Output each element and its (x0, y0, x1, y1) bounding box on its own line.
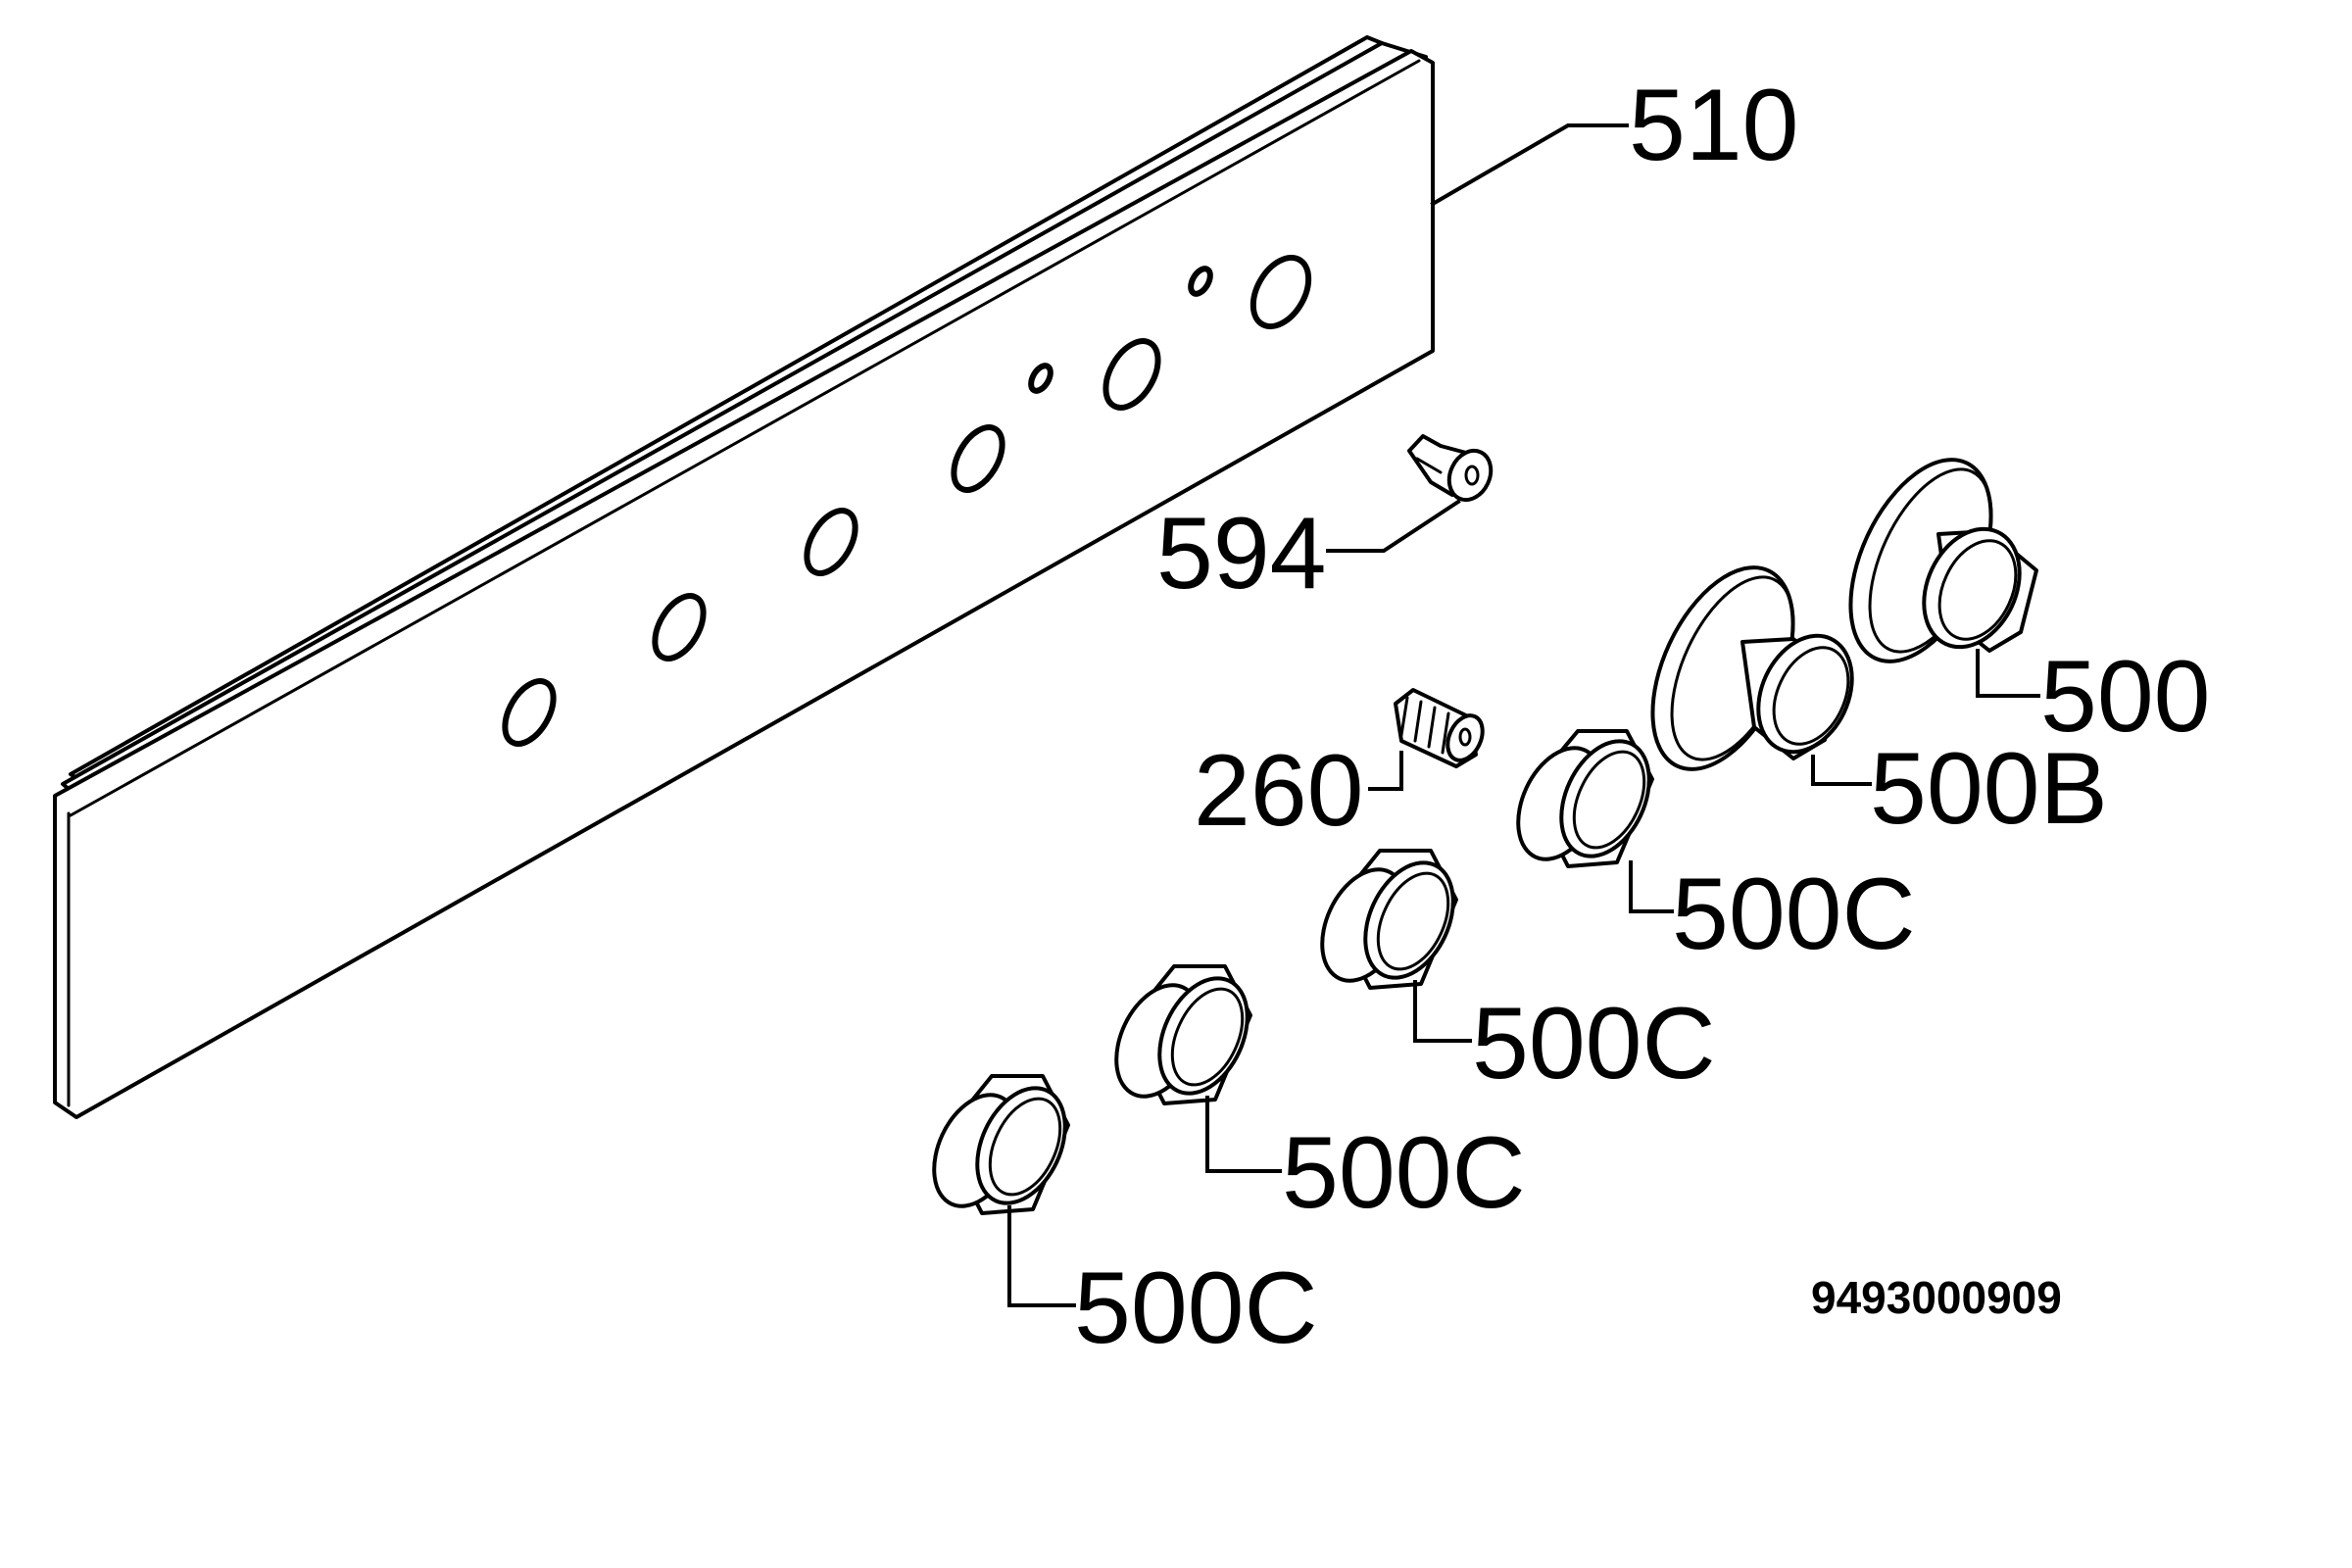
leader-500C-1 (1629, 860, 1674, 913)
callout-594: 594 (1156, 497, 1327, 611)
panel-hole (804, 508, 858, 576)
drawing-number: 9493000909 (1811, 1272, 2062, 1323)
knob-cap (1756, 633, 1854, 755)
clip-groove (1415, 457, 1443, 474)
knob-500B (1650, 565, 1854, 771)
leader-260 (1368, 751, 1403, 791)
panel-pilot-hole (1028, 363, 1054, 394)
knob-cap-face (1937, 539, 2018, 641)
callout-500: 500 (2040, 640, 2211, 754)
spring-260 (1394, 688, 1485, 768)
callout-510: 510 (1629, 69, 1799, 182)
leader-500C-2 (1413, 980, 1472, 1043)
knob-500C-2 (1320, 849, 1458, 990)
leader-500 (1976, 649, 2040, 698)
knob-cap (1922, 526, 2022, 650)
control-panel-510 (53, 35, 1435, 1119)
panel-hole (1250, 254, 1312, 330)
clip-594 (1407, 434, 1494, 503)
callout-500C-3: 500C (1282, 1116, 1526, 1230)
spring-coil (1399, 696, 1409, 737)
callout-500B: 500B (1870, 732, 2108, 846)
spring-coil (1413, 700, 1423, 743)
spring-coil (1441, 711, 1450, 755)
leader-500B (1811, 755, 1872, 786)
callout-260: 260 (1194, 734, 1364, 848)
leader-510 (1430, 123, 1629, 207)
knob-500C-1 (1516, 729, 1654, 868)
spring-end-hole (1458, 727, 1472, 747)
knob-cap-face (1772, 646, 1850, 746)
knob-face-inner (1170, 987, 1245, 1087)
panel-hole (1102, 338, 1161, 411)
callout-500C-1: 500C (1672, 858, 1916, 971)
panel-pilot-hole (1188, 266, 1213, 297)
panel-hole (502, 678, 557, 747)
leader-lines (1007, 123, 2040, 1307)
panel-hole (951, 424, 1005, 493)
callout-500C-4: 500C (1074, 1251, 1318, 1365)
knob-face-inner (1376, 871, 1450, 971)
spring-end (1446, 713, 1485, 762)
leader-594 (1326, 499, 1461, 553)
leader-500C-3 (1205, 1096, 1282, 1173)
clip-head (1446, 448, 1494, 503)
panel-hole (652, 593, 707, 662)
knob-500C-3 (1114, 964, 1252, 1105)
leader-500C-4 (1007, 1205, 1076, 1307)
panel-front-face (53, 49, 1435, 1119)
panel-inner-edge (69, 59, 1421, 817)
knob-face-inner (1572, 750, 1646, 850)
knob-face-inner (988, 1097, 1062, 1197)
panel-holes (502, 254, 1312, 747)
clip-center (1464, 465, 1480, 486)
callout-labels: 510 594 260 500 500B 500C 500C 500C 500C (1074, 69, 2211, 1365)
knob-500 (1848, 458, 2038, 663)
spring-coil (1427, 706, 1437, 749)
knob-500C-4 (932, 1074, 1070, 1215)
callout-500C-2: 500C (1472, 987, 1716, 1101)
